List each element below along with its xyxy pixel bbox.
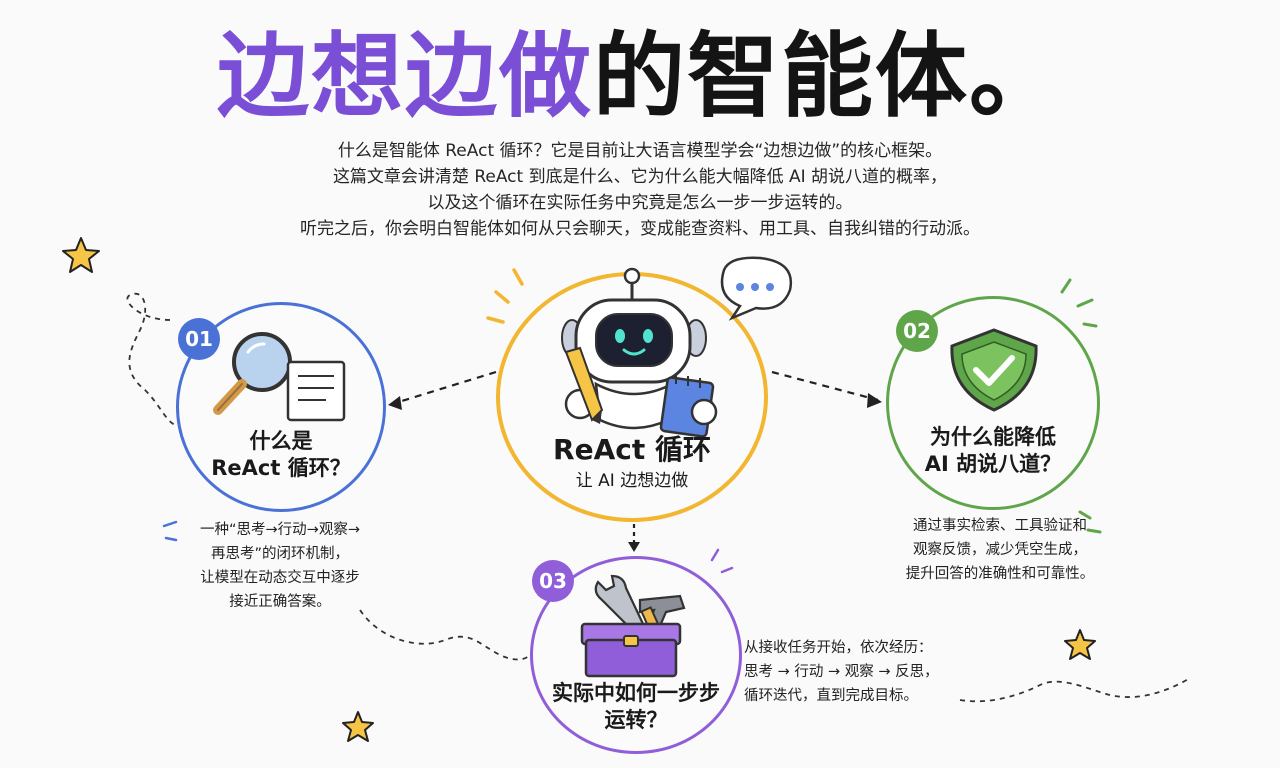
arrow-head (628, 542, 640, 552)
star-icon (62, 237, 100, 273)
node-title-line: AI 胡说八道？ (924, 452, 1062, 476)
shield-check-icon (950, 328, 1038, 412)
desc-line: 思考 → 行动 → 观察 → 反思， (744, 664, 939, 680)
intro-text: 什么是智能体 ReAct 循环？它是目前让大语言模型学会“边想边做”的核心框架。… (0, 138, 1280, 242)
desc-line: 通过事实检索、工具验证和 (913, 518, 1087, 534)
intro-line: 这篇文章会讲清楚 ReAct 到底是什么、它为什么能大幅降低 AI 胡说八道的概… (332, 167, 948, 187)
node-title-line: ReAct 循环？ (211, 456, 351, 480)
center-subtitle: 让 AI 边想边做 (575, 471, 689, 491)
arrow-head (867, 393, 882, 408)
badge-number-01: 01 (178, 318, 220, 360)
dashed-doodle (359, 609, 531, 661)
title-rest: 的智能体。 (593, 23, 1064, 130)
node-title-02: 为什么能降低 AI 胡说八道？ (886, 424, 1100, 478)
center-title: ReAct 循环 (553, 433, 711, 466)
document-icon (286, 360, 346, 422)
node-desc-01: 一种“思考→行动→观察→ 再思考”的闭环机制， 让模型在动态交互中逐步 接近正确… (130, 518, 430, 614)
star-icon (342, 711, 374, 742)
node-desc-03: 从接收任务开始，依次经历： 思考 → 行动 → 观察 → 反思， 循环迭代，直到… (744, 636, 984, 708)
wrench-icon (594, 574, 646, 634)
intro-line: 以及这个循环在实际任务中究竟是怎么一步一步运转的。 (427, 193, 853, 213)
node-title-01: 什么是 ReAct 循环？ (176, 428, 386, 482)
node-title-line: 运转？ (604, 708, 668, 732)
star-icon (1064, 629, 1096, 660)
intro-line: 听完之后，你会明白智能体如何从只会聊天，变成能查资料、用工具、自我纠错的行动派。 (300, 219, 980, 239)
title-highlight: 边想边做 (216, 23, 593, 130)
arrow-head (388, 396, 402, 410)
badge-number-03: 03 (532, 560, 574, 602)
arrow-to-02 (771, 370, 879, 402)
node-title-03: 实际中如何一步步 运转？ (530, 680, 742, 734)
intro-line: 什么是智能体 ReAct 循环？它是目前让大语言模型学会“边想边做”的核心框架。 (337, 141, 943, 161)
robot-icon (561, 267, 718, 438)
desc-line: 提升回答的准确性和可靠性。 (905, 566, 1095, 582)
magnifier-icon (213, 332, 292, 415)
desc-line: 让模型在动态交互中逐步 (200, 570, 360, 586)
node-title-line: 实际中如何一步步 (552, 681, 720, 705)
desc-line: 一种“思考→行动→观察→ (200, 522, 360, 538)
page-title: 边想边做的智能体。 (0, 22, 1280, 132)
desc-line: 观察反馈，减少凭空生成， (913, 542, 1087, 558)
desc-line: 再思考”的闭环机制， (210, 546, 349, 562)
dashed-doodle (959, 677, 1191, 703)
desc-line: 从接收任务开始，依次经历： (744, 640, 933, 656)
badge-number-02: 02 (896, 310, 938, 352)
toolbox-icon (580, 574, 686, 678)
speech-bubble-icon (720, 256, 793, 321)
node-title-line: 什么是 (249, 429, 313, 453)
arrow-to-01 (391, 370, 497, 406)
desc-line: 循环迭代，直到完成目标。 (744, 688, 918, 704)
desc-line: 接近正确答案。 (229, 594, 331, 610)
dashed-doodle (126, 292, 176, 426)
node-title-line: 为什么能降低 (930, 425, 1056, 449)
node-desc-02: 通过事实检索、工具验证和 观察反馈，减少凭空生成， 提升回答的准确性和可靠性。 (860, 514, 1140, 586)
